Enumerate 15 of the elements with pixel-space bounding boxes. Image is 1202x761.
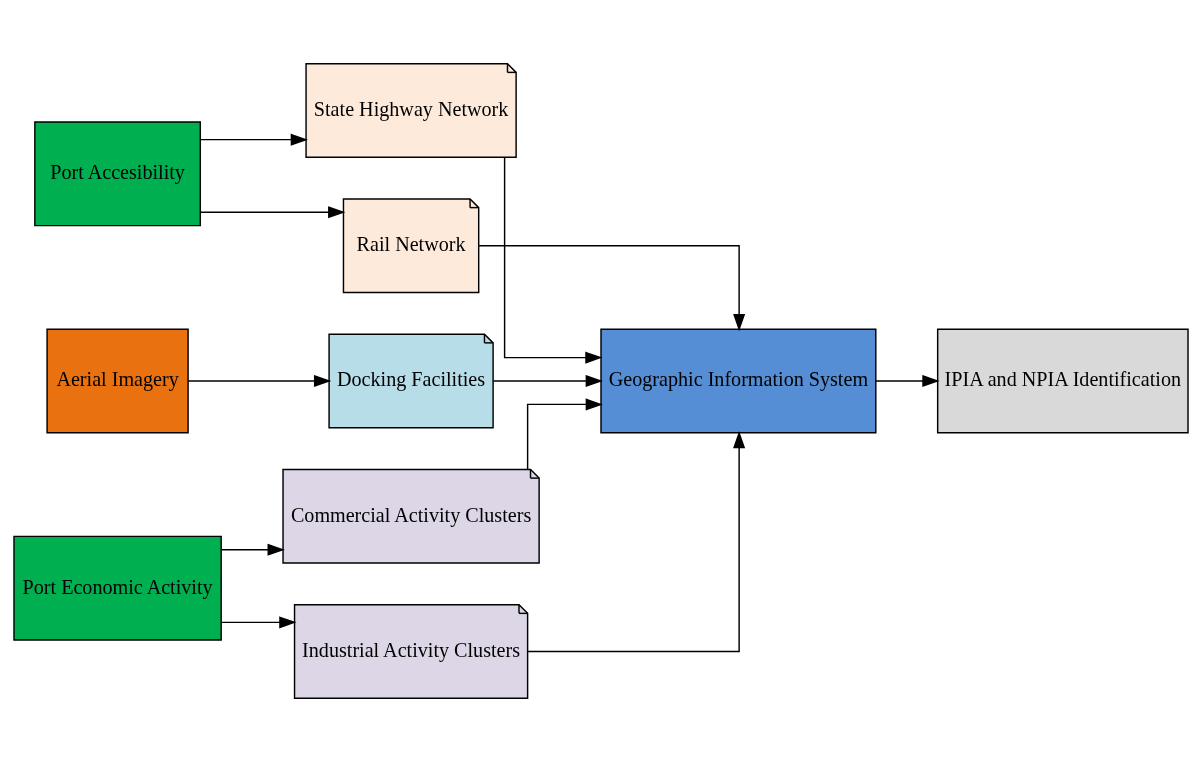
- arrow: [199, 133, 308, 146]
- node-box: IPIA and NPIA Identification: [936, 327, 1189, 434]
- arrow: [220, 543, 285, 556]
- node-box: Geographic Information System: [600, 327, 877, 434]
- arrow: [875, 374, 940, 387]
- arrow: [526, 397, 603, 470]
- node-box: Port Accesibility: [34, 120, 202, 226]
- arrow: [220, 615, 297, 628]
- arrow: [199, 205, 346, 218]
- arrow: [492, 374, 603, 387]
- arrow: [503, 156, 603, 364]
- arrow: [187, 374, 332, 387]
- node-box: Aerial Imagery: [46, 327, 189, 434]
- arrow: [478, 244, 746, 331]
- node-box: Port Economic Activity: [13, 535, 222, 641]
